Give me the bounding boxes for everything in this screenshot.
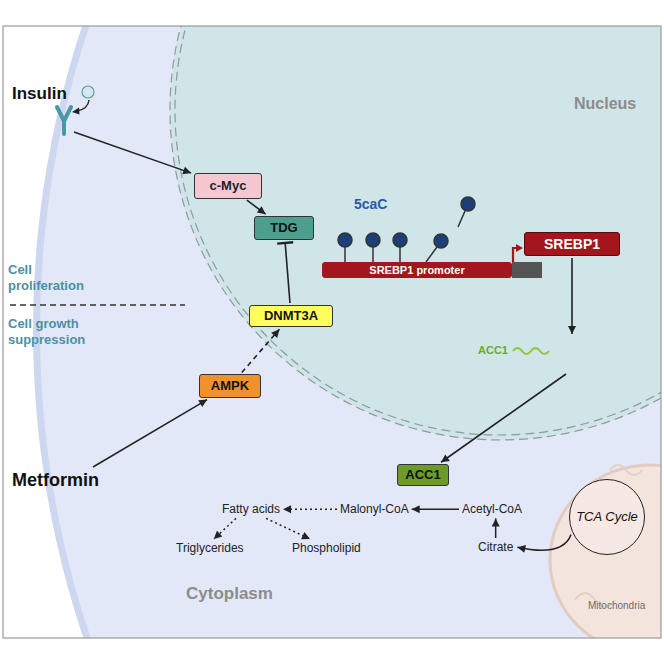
leader-arrow [214, 518, 236, 539]
mrna-wave [513, 348, 549, 354]
nuclear-envelope [175, 26, 661, 435]
leader-line [266, 518, 310, 539]
cell-regions [33, 26, 661, 638]
arrowhead [412, 505, 420, 513]
arrowhead [517, 545, 526, 553]
leader-line [74, 132, 191, 173]
connector-line [247, 200, 266, 214]
region-label: Mitochondria [588, 600, 645, 612]
modification-label: 5caC [354, 196, 387, 213]
mark-head [434, 234, 448, 248]
metabolite-label: Triglycerides [176, 541, 244, 555]
connector [247, 200, 266, 214]
connector [277, 242, 293, 303]
leader-arrow [283, 505, 337, 513]
mark-head [393, 233, 407, 247]
nucleus-region [170, 26, 661, 440]
leader-arrow [266, 518, 310, 539]
node-text: TDG [270, 221, 297, 236]
kinase-box: AMPK [199, 374, 261, 398]
region-label: Nucleus [574, 94, 636, 113]
connector-line [242, 329, 280, 372]
promoter-bar: SREBP1 promoter [322, 262, 512, 278]
insulin-receptor [57, 107, 71, 134]
mark-stalk [399, 246, 401, 262]
gene-box: c-Myc [194, 173, 262, 199]
region-label: Cytoplasm [186, 584, 273, 604]
node-text: c-Myc [210, 179, 247, 194]
metabolite-label: Phospholipid [292, 541, 361, 555]
enzyme-box: ACC1 [397, 464, 449, 486]
mark-stalk [344, 246, 346, 262]
connector-line [285, 243, 290, 303]
frame [3, 26, 661, 638]
arrowhead [441, 454, 450, 462]
leader-line [214, 518, 236, 539]
stimulus-label: Insulin [12, 84, 67, 104]
carboxylcytosine-marks [338, 197, 475, 262]
node-text: DNMT3A [264, 309, 318, 324]
leader-arrow [492, 518, 500, 538]
metabolite-label: Malonyl-CoA [340, 502, 409, 516]
metabolite-label: Fatty acids [222, 502, 280, 516]
arrowhead [198, 400, 207, 408]
arrowhead [271, 329, 279, 338]
tca-circle: TCA Cycle [569, 479, 645, 555]
mark-stalk [372, 246, 374, 262]
insulin-ligand [82, 86, 94, 98]
leader-arrow [412, 505, 459, 513]
arrowhead [214, 531, 223, 539]
leader-arrow [74, 132, 191, 174]
cell-membrane [33, 26, 661, 638]
mark-stalk [458, 211, 465, 227]
metabolite-label: Acetyl-CoA [462, 502, 522, 516]
leader-line [93, 400, 207, 467]
gene-box: SREBP1 [524, 232, 620, 256]
mrna-label: ACC1 [478, 344, 508, 357]
mark-stalk [426, 247, 437, 262]
leader-arrow [93, 400, 207, 467]
outcome-label: Cell proliferation [8, 262, 108, 293]
node-text: SREBP1 promoter [369, 264, 464, 277]
connector [441, 258, 576, 462]
node-text: ACC1 [405, 468, 440, 483]
mark-head [338, 233, 352, 247]
cytoplasm-region [40, 26, 661, 638]
arrowhead [492, 518, 500, 526]
arrowhead [257, 206, 266, 214]
connector [242, 329, 280, 372]
outcome-label: Cell growth suppression [8, 316, 120, 347]
mitochondrion [550, 465, 661, 638]
divider-line [10, 304, 185, 305]
node-text: SREBP1 [544, 236, 600, 252]
mark-head [366, 233, 380, 247]
mark-head [461, 197, 475, 211]
gene-body [512, 262, 542, 278]
connector-line [441, 258, 572, 462]
inhibition-bar [277, 242, 293, 243]
node-text: AMPK [211, 379, 249, 394]
enzyme-box: TDG [254, 216, 314, 240]
drug-label: Metformin [12, 470, 99, 492]
arrowhead [283, 505, 291, 513]
arrowhead [182, 167, 191, 175]
arrowhead [72, 108, 80, 115]
leader-line [517, 535, 571, 551]
leader-line [283, 508, 337, 510]
node-text: TCA Cycle [576, 510, 638, 525]
leader-arrow [517, 535, 571, 553]
arrowhead [516, 244, 523, 252]
arrowhead [301, 532, 310, 539]
nuclear-envelope [170, 26, 661, 440]
enzyme-box: DNMT3A [249, 305, 333, 327]
metabolite-label: Citrate [478, 540, 513, 554]
